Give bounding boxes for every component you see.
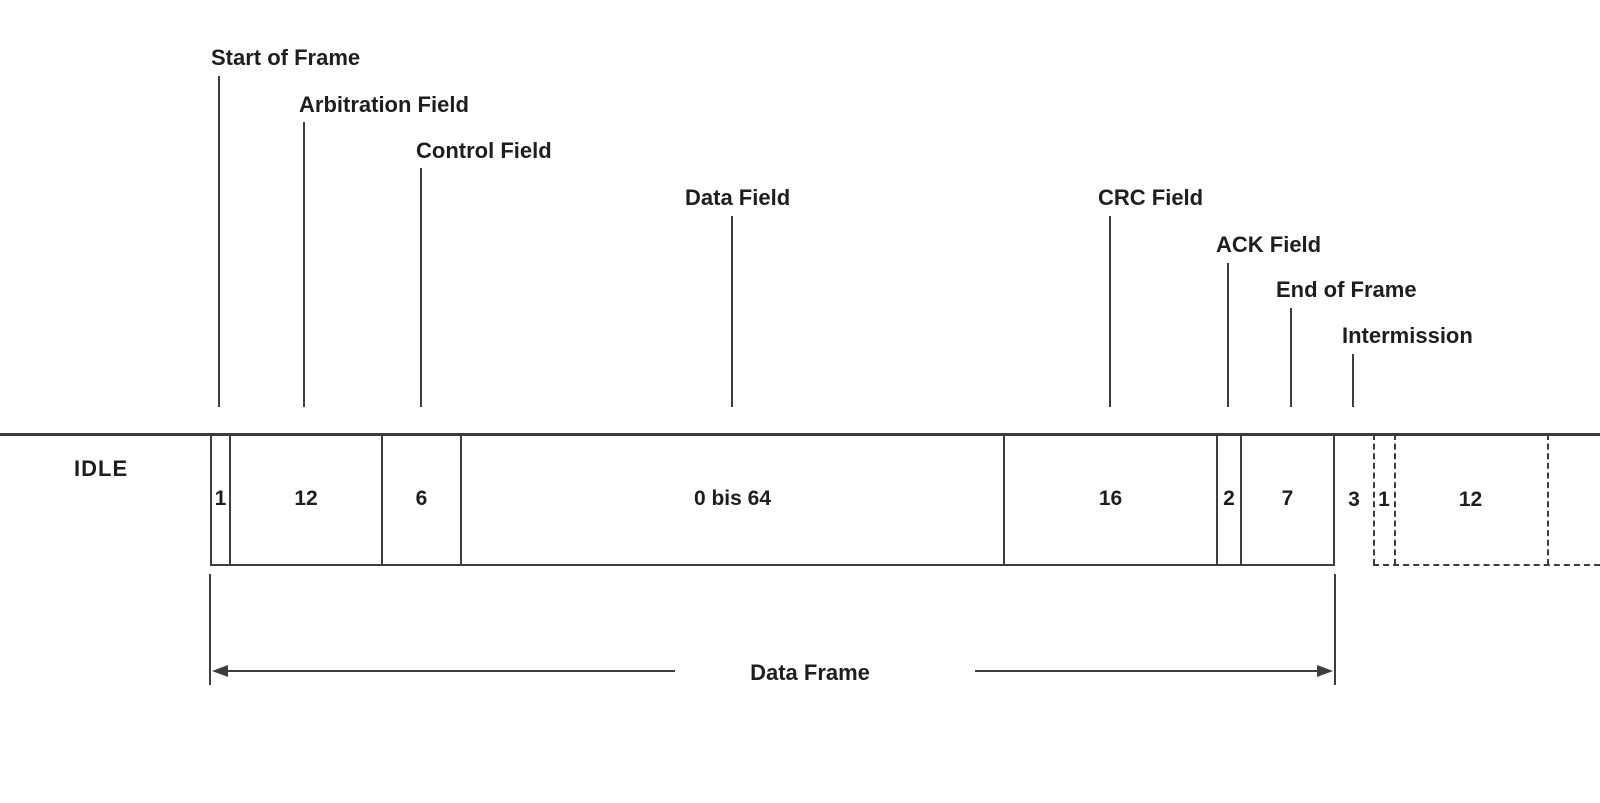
pointer-line-crc-field (1109, 216, 1111, 407)
arrowhead-left-icon (212, 665, 228, 677)
data-frame-arrow-line-right (975, 670, 1320, 672)
arrowhead-right-icon (1317, 665, 1333, 677)
pointer-line-end-of-frame (1290, 308, 1292, 407)
frame-field-end-of-frame-bits: 7 (1240, 434, 1335, 566)
data-frame-label: Data Frame (750, 660, 870, 685)
pointer-line-start-of-frame (218, 76, 220, 407)
next-frame-arbitration-bits: 12 (1458, 488, 1483, 511)
dashed-line-next-frame-bottom (1373, 564, 1600, 566)
frame-field-start-of-frame-bits: 1 (210, 434, 229, 566)
label-arbitration-field: Arbitration Field (299, 92, 469, 117)
label-intermission: Intermission (1342, 323, 1473, 348)
label-end-of-frame: End of Frame (1276, 277, 1417, 302)
frame-field-arbitration-bits: 12 (229, 434, 381, 566)
label-control-field: Control Field (416, 138, 552, 163)
idle-label: IDLE (74, 456, 129, 481)
intermission-bits: 3 (1348, 488, 1360, 511)
label-start-of-frame: Start of Frame (211, 45, 361, 70)
data-frame-arrow-line-left (224, 670, 675, 672)
pointer-line-intermission (1352, 354, 1354, 407)
label-ack-field: ACK Field (1216, 232, 1322, 257)
frame-field-data-bits: 0 bis 64 (460, 434, 1003, 566)
dashed-line-next-frame-right (1547, 434, 1549, 565)
data-frame-extent-tick-left (209, 574, 211, 685)
next-frame-start-of-frame-bits: 1 (1378, 488, 1390, 511)
frame-field-crc-bits: 16 (1003, 434, 1216, 566)
pointer-line-data-field (731, 216, 733, 407)
label-crc-field: CRC Field (1098, 185, 1204, 210)
pointer-line-ack-field (1227, 263, 1229, 407)
data-frame-extent-tick-right (1334, 574, 1336, 685)
frame-field-ack-bits: 2 (1216, 434, 1240, 566)
idle-bus-line (0, 433, 1600, 436)
frame-field-control-bits: 6 (381, 434, 460, 566)
label-data-field: Data Field (685, 185, 791, 210)
pointer-line-control-field (420, 168, 422, 407)
dashed-line-next-frame-left (1373, 434, 1375, 565)
dashed-line-next-frame-middle (1394, 434, 1396, 565)
pointer-line-arbitration-field (303, 122, 305, 407)
